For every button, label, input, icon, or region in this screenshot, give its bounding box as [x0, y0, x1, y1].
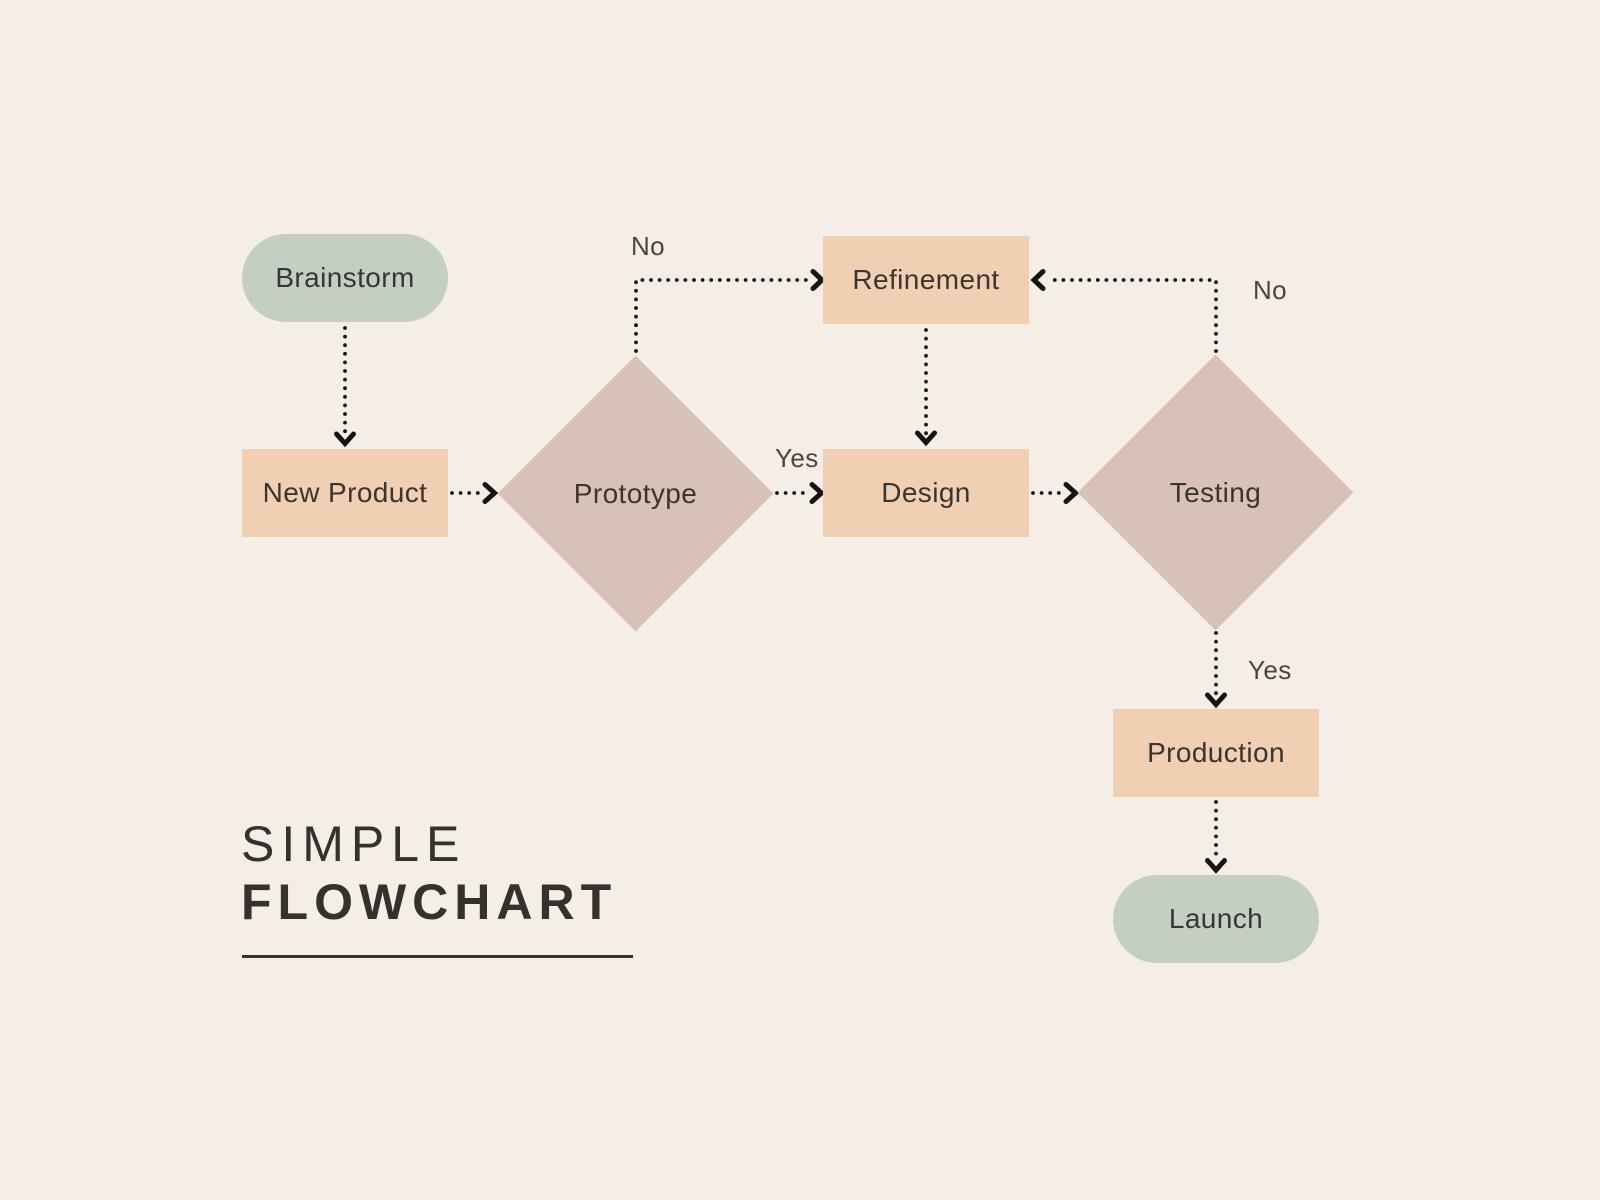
edge-label-prototype-no: No — [631, 231, 666, 261]
node-brainstorm-label: Brainstorm — [275, 262, 415, 293]
arrowhead-down-new-product — [334, 431, 356, 448]
arrowhead-right-refinement — [810, 269, 826, 291]
node-testing-label: Testing — [1169, 476, 1262, 508]
edge-label-prototype-yes: Yes — [775, 443, 819, 473]
node-launch: Launch — [1113, 875, 1319, 963]
connector-group — [334, 269, 1227, 874]
title-underline — [242, 955, 633, 958]
arrowhead-down-launch — [1205, 858, 1227, 874]
node-prototype-label: Prototype — [573, 477, 698, 509]
node-new-product: New Product — [242, 449, 448, 537]
node-production: Production — [1113, 709, 1319, 797]
node-production-label: Production — [1147, 737, 1285, 768]
arrowhead-left-refinement — [1030, 269, 1046, 291]
node-brainstorm: Brainstorm — [242, 234, 448, 322]
node-prototype-decision: Prototype — [497, 355, 774, 632]
node-testing-decision: Testing — [1077, 354, 1354, 631]
node-launch-label: Launch — [1168, 903, 1264, 934]
edge-label-testing-yes: Yes — [1248, 655, 1292, 685]
node-design-label: Design — [881, 477, 971, 508]
edge-label-testing-no: No — [1253, 275, 1288, 305]
page-title-line-1: SIMPLE — [241, 816, 467, 872]
arrowhead-down-design — [915, 430, 937, 447]
arrowhead-right-prototype — [482, 482, 499, 504]
arrowhead-right-design — [809, 482, 826, 504]
edge-prototype-refinement-no — [634, 278, 814, 353]
page-title-line-2: FLOWCHART — [241, 874, 618, 930]
node-refinement: Refinement — [823, 236, 1029, 324]
node-design: Design — [823, 449, 1029, 537]
edge-testing-refinement-no — [1046, 278, 1218, 353]
arrowhead-down-production — [1205, 692, 1227, 709]
node-new-product-label: New Product — [262, 477, 428, 508]
arrowhead-right-testing — [1063, 482, 1080, 504]
node-refinement-label: Refinement — [852, 264, 1000, 295]
